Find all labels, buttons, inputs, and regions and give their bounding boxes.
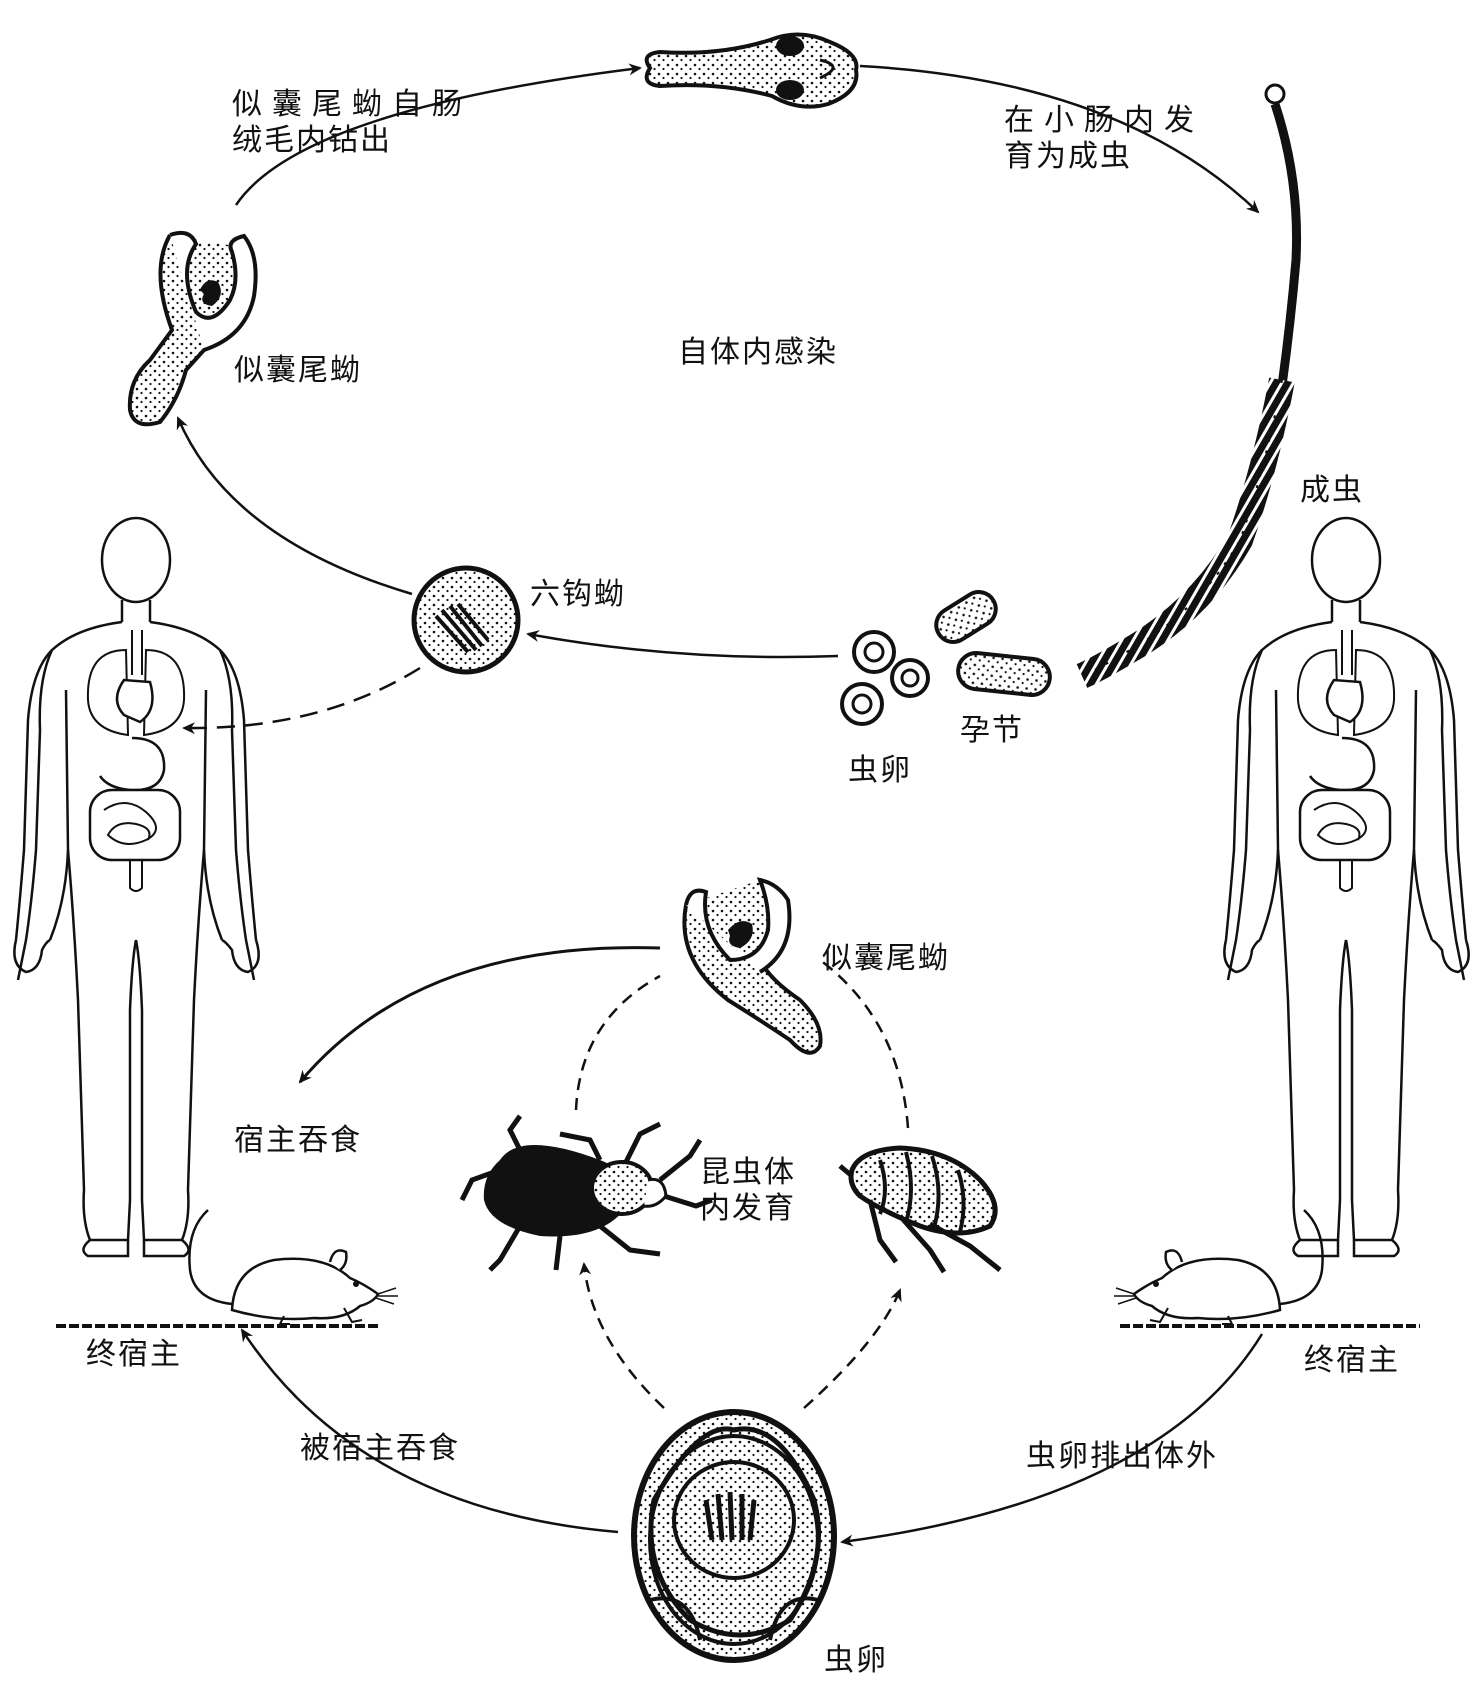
label-cysticercoid-top: 似囊尾蚴 [234, 353, 362, 388]
arrow-to-scolex [234, 63, 642, 206]
label-cysticercoid-bottom: 似囊尾蚴 [822, 941, 950, 976]
arrow-ingested-by-host [240, 1328, 619, 1534]
oncosphere-illustration [411, 565, 521, 675]
egg-cluster-illustration [840, 630, 930, 726]
dashed-beetle-to-cysticercoid [574, 974, 661, 1111]
label-eggs-expelled: 虫卵排出体外 [1026, 1439, 1218, 1474]
label-egg-bottom: 虫卵 [824, 1643, 888, 1678]
label-final-host-left: 终宿主 [86, 1337, 182, 1372]
scolex-illustration [644, 32, 859, 109]
dashed-egg-to-flea [803, 1288, 902, 1409]
label-develop-1: 在小肠内发 [1004, 103, 1204, 138]
dashed-egg-to-beetle [579, 1262, 665, 1409]
label-insect-2: 内发育 [700, 1191, 796, 1226]
label-egg-top: 虫卵 [848, 753, 912, 788]
cysticercoid-top-illustration [127, 230, 258, 427]
label-develop-2: 育为成虫 [1004, 139, 1132, 174]
arrow-to-adult [859, 64, 1260, 214]
adult-worm-illustration [1076, 83, 1302, 688]
mouse-left-illustration [188, 1208, 400, 1326]
arrow-dashed-to-host [182, 666, 421, 735]
egg-bottom-illustration [631, 1409, 837, 1663]
label-autoinfection: 自体内感染 [678, 335, 838, 370]
arrow-oncosphere-to-cysticercoid [176, 416, 413, 596]
label-gravid-segment: 孕节 [960, 713, 1024, 748]
label-ingested-by-host: 被宿主吞食 [300, 1431, 460, 1466]
beetle-illustration [459, 1114, 713, 1272]
flea-illustration [838, 1145, 1002, 1274]
label-insect-1: 昆虫体 [700, 1155, 796, 1190]
label-adult: 成虫 [1300, 473, 1364, 508]
label-cysticercoid-exit-2: 绒毛内钻出 [232, 123, 392, 158]
label-host-ingest: 宿主吞食 [234, 1123, 362, 1158]
mouse-right-illustration [1112, 1208, 1324, 1326]
label-oncosphere: 六钩蚴 [530, 577, 626, 612]
arrow-eggs-expelled [840, 1333, 1264, 1547]
cysticercoid-bottom-illustration [682, 877, 823, 1055]
arrow-egg-to-oncosphere [526, 630, 839, 659]
human-left-illustration [13, 516, 260, 1258]
human-right-illustration [1223, 516, 1470, 1258]
label-final-host-right: 终宿主 [1304, 1343, 1400, 1378]
arrow-host-ingest [298, 946, 661, 1084]
dashed-flea-to-cysticercoid [819, 959, 910, 1129]
label-cysticercoid-exit-1: 似囊尾蚴自肠 [232, 87, 472, 122]
gravid-segment-illustration [934, 590, 1052, 697]
